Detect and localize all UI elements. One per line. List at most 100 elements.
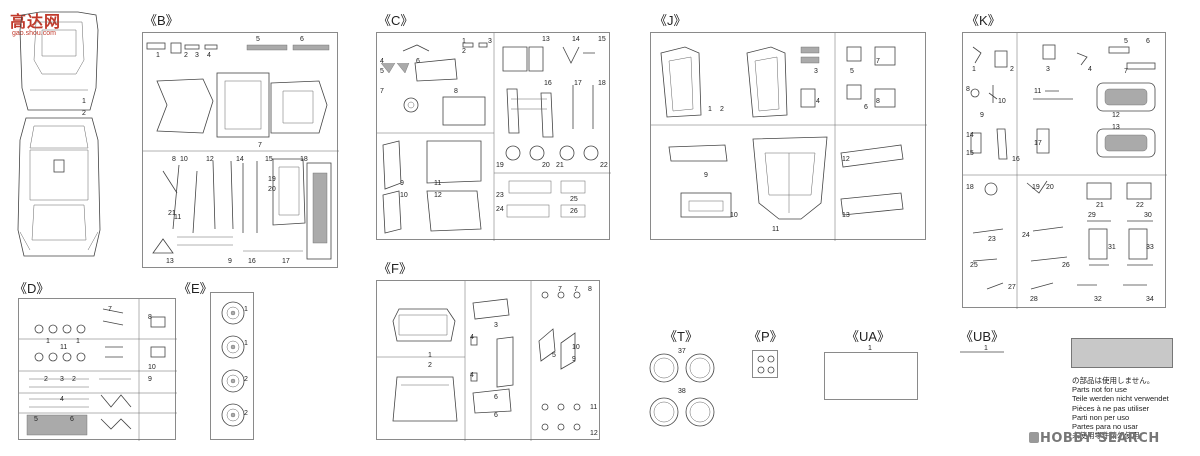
- part-number: 18: [300, 156, 308, 163]
- sprue-label-t: 《T》: [664, 329, 698, 344]
- part-number: 30: [1144, 212, 1152, 219]
- part-number: 2: [244, 410, 248, 417]
- part-number: 19: [1032, 184, 1040, 191]
- part-number: 26: [570, 208, 578, 215]
- part-number: 17: [1034, 140, 1042, 147]
- part-number: 7: [380, 88, 384, 95]
- part-number: 14: [966, 132, 974, 139]
- part-number: 1: [46, 338, 50, 345]
- part-number: 25: [570, 196, 578, 203]
- part-number: 10: [180, 156, 188, 163]
- part-number: 1: [244, 306, 248, 313]
- part-number: 16: [544, 80, 552, 87]
- part-number: 7: [876, 58, 880, 65]
- part-number: 10: [730, 212, 738, 219]
- part-number: 18: [598, 80, 606, 87]
- note-line: Pièces à ne pas utiliser: [1072, 403, 1150, 413]
- part-number: 8: [876, 98, 880, 105]
- part-number: 7: [558, 286, 562, 293]
- part-number: 21: [1096, 202, 1104, 209]
- part-number: 10: [400, 192, 408, 199]
- part-number: 5: [256, 36, 260, 43]
- sprue-b: [142, 32, 339, 268]
- part-number: 9: [704, 172, 708, 179]
- part-number: 17: [574, 80, 582, 87]
- part-number: 3: [195, 52, 199, 59]
- sprue-c: [376, 32, 611, 241]
- sprue-label-f: 《F》: [378, 261, 412, 276]
- part-number: 11: [590, 404, 598, 411]
- part-number: 2: [720, 106, 724, 113]
- note-line: Teile werden nicht verwendet: [1072, 394, 1169, 404]
- part-number: 16: [1012, 156, 1020, 163]
- part-number: 11: [174, 214, 182, 221]
- part-number: 7: [1124, 68, 1128, 75]
- part-number: 1: [868, 345, 872, 352]
- not-for-use-note: の部品は使用しません。 Parts not for use Teile werd…: [1072, 376, 1169, 440]
- note-line: Parts not for use: [1072, 385, 1128, 395]
- part-number: 8: [588, 286, 592, 293]
- part-number: 20: [268, 186, 276, 193]
- part-number: 2: [462, 48, 466, 55]
- part-number: 9: [572, 356, 576, 363]
- part-number: 31: [1108, 244, 1116, 251]
- part-number: 4: [816, 98, 820, 105]
- part-number: 10: [148, 364, 156, 371]
- part-number: 6: [1146, 38, 1150, 45]
- part-number: 8: [172, 156, 176, 163]
- part-number: 6: [416, 58, 420, 65]
- part-number: 25: [970, 262, 978, 269]
- sprue-k: [962, 32, 1167, 309]
- part-number: 3: [494, 322, 498, 329]
- body-part-number: 1: [82, 98, 86, 105]
- part-number: 4: [207, 52, 211, 59]
- part-number: 19: [496, 162, 504, 169]
- part-number: 2: [244, 376, 248, 383]
- part-number: 3: [814, 68, 818, 75]
- part-number: 4: [380, 58, 384, 65]
- sprue-label-p: 《P》: [748, 329, 783, 344]
- body-part-number: 2: [82, 110, 86, 117]
- note-line: Partes para no usar: [1072, 422, 1138, 432]
- part-number: 2: [1010, 66, 1014, 73]
- site-logo: 高达网 gao.shou.com: [6, 8, 76, 48]
- sprue-d: [18, 298, 177, 441]
- part-number: 5: [1124, 38, 1128, 45]
- part-number: 4: [470, 372, 474, 379]
- part-number: 1: [984, 345, 988, 352]
- part-number: 4: [470, 334, 474, 341]
- part-number: 3: [1046, 66, 1050, 73]
- hobby-search-watermark: HOBBY SEARCH: [1040, 431, 1160, 446]
- sprue-e: [210, 292, 254, 440]
- part-number: 6: [494, 412, 498, 419]
- part-number: 6: [864, 104, 868, 111]
- sprue-label-ub: 《UB》: [960, 329, 1005, 344]
- part-number: 21: [168, 210, 176, 217]
- part-number: 23: [496, 192, 504, 199]
- note-line: の部品は使用しません。: [1072, 376, 1155, 385]
- part-number: 19: [268, 176, 276, 183]
- part-number: 7: [574, 286, 578, 293]
- part-number: 9: [228, 258, 232, 265]
- part-number: 4: [60, 396, 64, 403]
- note-line: Parti non per uso: [1072, 412, 1130, 422]
- part-number: 14: [236, 156, 244, 163]
- part-number: 24: [496, 206, 504, 213]
- sprue-label-d: 《D》: [14, 281, 50, 296]
- part-number: 27: [1008, 284, 1016, 291]
- sprue-label-b: 《B》: [144, 13, 179, 28]
- part-number: 23: [988, 236, 996, 243]
- part-number: 8: [966, 86, 970, 93]
- part-number: 3: [488, 38, 492, 45]
- sprue-j: [650, 32, 927, 241]
- part-number: 12: [1112, 112, 1120, 119]
- part-number: 13: [166, 258, 174, 265]
- part-number: 12: [842, 156, 850, 163]
- part-number: 2: [72, 376, 76, 383]
- not-for-use-swatch: [1071, 338, 1173, 368]
- part-number: 15: [966, 150, 974, 157]
- sprue-label-k: 《K》: [966, 13, 1001, 28]
- part-number: 8: [148, 314, 152, 321]
